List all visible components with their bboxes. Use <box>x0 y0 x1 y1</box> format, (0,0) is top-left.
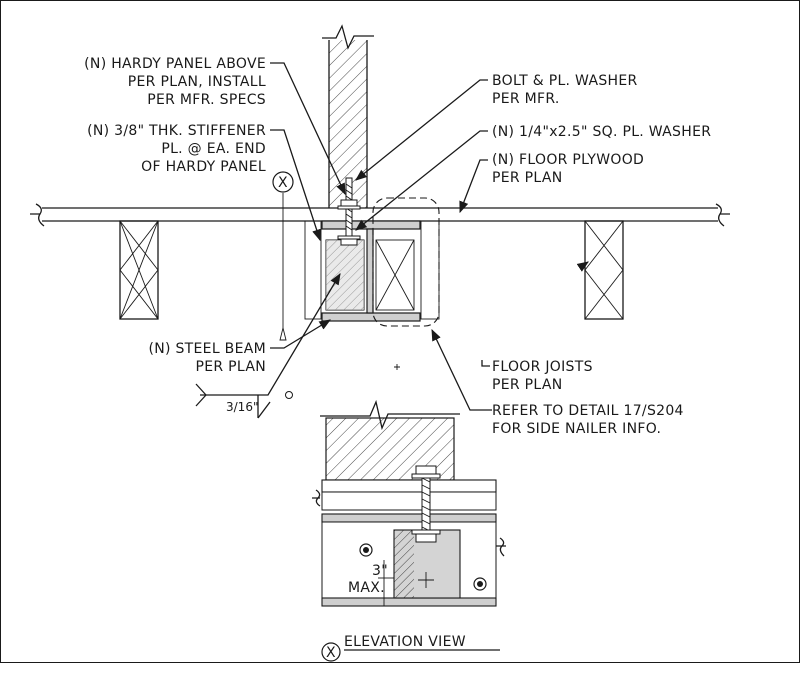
note-bolt: BOLT & PL. WASHER PER MFR. <box>492 73 638 107</box>
svg-text:(N) HARDY PANEL ABOVE: (N) HARDY PANEL ABOVE <box>84 56 266 72</box>
svg-text:PER MFR.: PER MFR. <box>492 91 560 107</box>
svg-text:PER PLAN: PER PLAN <box>492 377 562 393</box>
svg-text:(N) FLOOR PLYWOOD: (N) FLOOR PLYWOOD <box>492 152 644 168</box>
svg-text:PER PLAN: PER PLAN <box>196 359 266 375</box>
note-stiffener: (N) 3/8" THK. STIFFENER PL. @ EA. END OF… <box>87 123 266 175</box>
svg-text:PER MFR. SPECS: PER MFR. SPECS <box>147 92 266 108</box>
svg-text:PL. @ EA. END: PL. @ EA. END <box>161 141 266 157</box>
svg-text:(N) 1/4"x2.5" SQ. PL. WASHER: (N) 1/4"x2.5" SQ. PL. WASHER <box>492 124 711 140</box>
side-nailer-right <box>420 220 440 320</box>
svg-text:(N) 3/8" THK. STIFFENER: (N) 3/8" THK. STIFFENER <box>87 123 266 139</box>
svg-text:REFER TO DETAIL 17/S204: REFER TO DETAIL 17/S204 <box>492 403 684 419</box>
floor-joist-left <box>119 220 159 320</box>
weld-size: 3/16" <box>226 400 258 414</box>
section-view: X <box>30 24 730 370</box>
steel-beam <box>321 220 421 322</box>
note-floor-joists: FLOOR JOISTS PER PLAN <box>492 359 593 393</box>
elevation-view: 3" MAX. <box>312 399 506 607</box>
svg-text:PER PLAN: PER PLAN <box>492 170 562 186</box>
max-dim-value: 3" <box>372 563 388 579</box>
svg-text:PER PLAN, INSTALL: PER PLAN, INSTALL <box>128 74 266 90</box>
svg-text:FLOOR JOISTS: FLOOR JOISTS <box>492 359 593 375</box>
note-washer: (N) 1/4"x2.5" SQ. PL. WASHER <box>492 124 711 140</box>
note-hardy-panel: (N) HARDY PANEL ABOVE PER PLAN, INSTALL … <box>84 56 266 108</box>
max-dim-label: MAX. <box>348 580 385 596</box>
svg-text:OF HARDY PANEL: OF HARDY PANEL <box>141 159 266 175</box>
note-steel-beam: (N) STEEL BEAM PER PLAN <box>148 341 266 375</box>
svg-text:FOR SIDE NAILER INFO.: FOR SIDE NAILER INFO. <box>492 421 661 437</box>
note-floor-plywood: (N) FLOOR PLYWOOD PER PLAN <box>492 152 644 186</box>
svg-text:ELEVATION VIEW: ELEVATION VIEW <box>344 634 466 650</box>
elevation-title: X ELEVATION VIEW <box>321 634 500 662</box>
floor-joist-right <box>584 220 624 320</box>
section-marker: X <box>272 171 294 341</box>
svg-text:X: X <box>278 175 288 191</box>
side-nailer-callout <box>372 197 440 327</box>
leaders <box>195 62 589 419</box>
svg-text:(N) STEEL BEAM: (N) STEEL BEAM <box>148 341 266 357</box>
svg-text:BOLT & PL. WASHER: BOLT & PL. WASHER <box>492 73 638 89</box>
note-refer-detail: REFER TO DETAIL 17/S204 FOR SIDE NAILER … <box>492 403 684 437</box>
hold-down-bolt <box>337 177 361 246</box>
svg-text:X: X <box>326 645 336 661</box>
